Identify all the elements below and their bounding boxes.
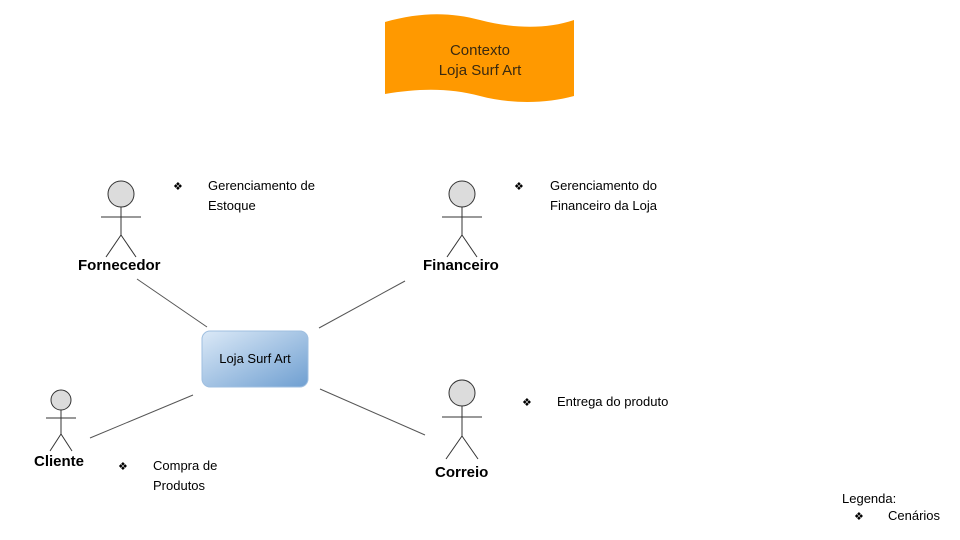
actor-cliente-figure: [46, 389, 76, 452]
actor-label-correio: Correio: [435, 464, 489, 481]
scenario-cliente: Compra de Produtos: [153, 458, 218, 493]
actor-label-fornecedor: Fornecedor: [78, 257, 161, 274]
actor-fornecedor-figure: [101, 180, 141, 258]
system-box: [201, 330, 309, 388]
legend-title: Legenda:: [842, 491, 897, 506]
scenario-bullet-icon: ❖: [514, 181, 524, 193]
scenario-bullet-icon: ❖: [522, 397, 532, 409]
actor-label-cliente: Cliente: [34, 453, 85, 470]
actor-label-financeiro: Financeiro: [423, 257, 499, 274]
legend-bullet-icon: ❖: [854, 511, 864, 523]
scenario-financeiro: Gerenciamento do Financeiro da Loja: [550, 178, 657, 213]
scenario-bullet-icon: ❖: [173, 181, 183, 193]
title-line-2: Loja Surf Art: [438, 62, 522, 79]
system-label: Loja Surf Art: [219, 351, 291, 366]
title-line-1: Contexto: [449, 42, 511, 59]
actor-correio-figure: [442, 379, 482, 460]
connector-financeiro: [318, 280, 406, 329]
connector-cliente: [89, 394, 194, 439]
actor-financeiro-figure: [442, 180, 482, 258]
scenario-correio: Entrega do produto: [557, 394, 669, 409]
scenario-fornecedor: Gerenciamento de Estoque: [208, 178, 315, 213]
title-banner: [385, 14, 574, 102]
legend-item: Cenários: [888, 508, 941, 523]
scenario-bullet-icon: ❖: [118, 461, 128, 473]
connector-fornecedor: [136, 278, 208, 328]
connector-correio: [319, 388, 426, 436]
